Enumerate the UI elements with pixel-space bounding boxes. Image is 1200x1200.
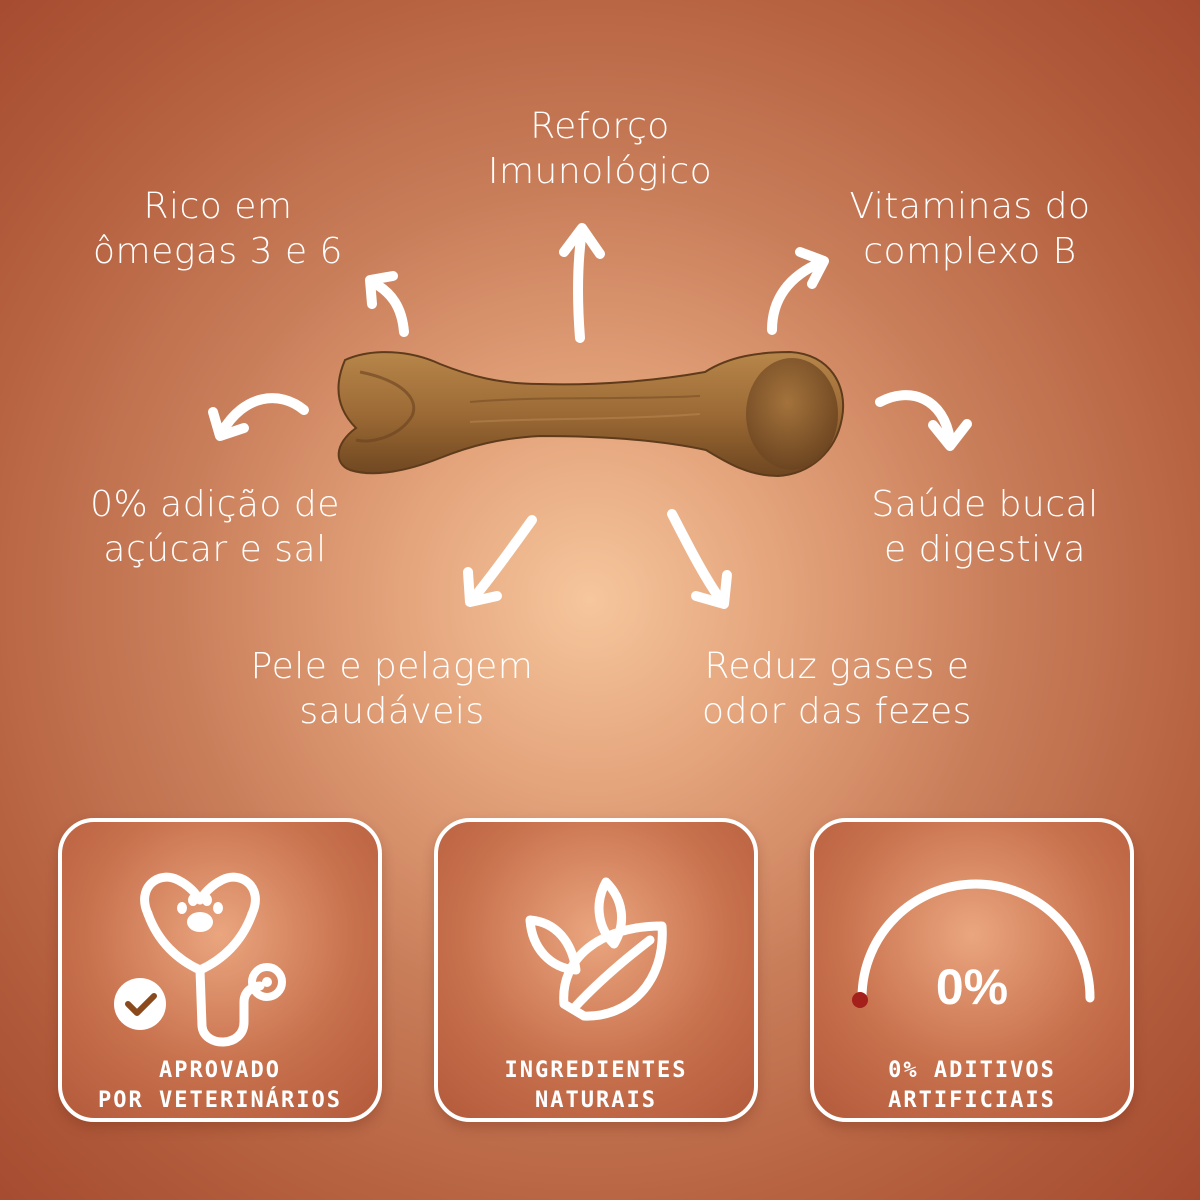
badge-natural-line2: NATURAIS xyxy=(535,1088,657,1113)
arrow-up-left-icon xyxy=(365,271,409,337)
badge-no-additives: 0% 0% ADITIVOS ARTIFICIAIS xyxy=(810,818,1134,1122)
badge-vet-line2: POR VETERINÁRIOS xyxy=(98,1088,342,1113)
benefit-gases-line1: Reduz gases e xyxy=(704,646,970,687)
badge-vet-label: APROVADO POR VETERINÁRIOS xyxy=(62,1056,378,1116)
gauge-icon xyxy=(852,879,1095,1008)
badge-additives-label: 0% ADITIVOS ARTIFICIAIS xyxy=(814,1056,1130,1116)
benefit-skin-line1: Pele e pelagem xyxy=(250,646,534,687)
benefit-gases-line2: odor das fezes xyxy=(702,691,972,732)
benefit-sugar-line1: 0% adição de xyxy=(90,484,340,525)
gauge-value: 0% xyxy=(935,959,1009,1015)
benefit-immune-line2: Imunológico xyxy=(487,151,713,192)
arrow-down-right-icon xyxy=(667,509,732,609)
badge-additives-line2: ARTIFICIAIS xyxy=(888,1088,1056,1113)
check-badge-icon xyxy=(114,978,166,1030)
benefit-vitamins-line1: Vitaminas do xyxy=(849,186,1091,227)
badge-vet-line1: APROVADO xyxy=(159,1058,281,1083)
leaves-icon xyxy=(525,877,667,1021)
arrow-up-right-icon xyxy=(767,247,829,335)
benefit-vitamins-line2: complexo B xyxy=(863,231,1077,272)
benefit-arrows xyxy=(0,0,1200,800)
benefit-sugar-line2: açúcar e sal xyxy=(103,529,327,570)
stethoscope-paw-icon xyxy=(114,872,286,1047)
badge-additives-line1: 0% ADITIVOS xyxy=(888,1058,1056,1083)
benefit-immune-boost: Reforço Imunológico xyxy=(450,104,750,194)
badge-vet-approved: APROVADO POR VETERINÁRIOS xyxy=(58,818,382,1122)
arrow-right-down-icon xyxy=(875,390,972,451)
benefit-vitamins: Vitaminas do complexo B xyxy=(815,184,1125,274)
benefit-skin-coat: Pele e pelagem saudáveis xyxy=(212,644,572,734)
benefit-oral-digestive: Saúde bucal e digestiva xyxy=(840,482,1130,572)
benefit-omega-line2: ômegas 3 e 6 xyxy=(93,231,343,272)
benefit-oral-line1: Saúde bucal xyxy=(871,484,1099,525)
benefit-oral-line2: e digestiva xyxy=(884,529,1086,570)
benefit-skin-line2: saudáveis xyxy=(299,691,485,732)
benefit-omega: Rico em ômegas 3 e 6 xyxy=(60,184,376,274)
bone-chew-image xyxy=(337,350,845,478)
arrow-down-left-icon xyxy=(463,515,537,607)
paw-icon xyxy=(177,894,223,932)
badge-natural-ingredients: INGREDIENTES NATURAIS xyxy=(434,818,758,1122)
badge-natural-label: INGREDIENTES NATURAIS xyxy=(438,1056,754,1116)
benefit-no-sugar-salt: 0% adição de açúcar e sal xyxy=(60,482,370,572)
benefit-immune-line1: Reforço xyxy=(530,106,670,147)
arrow-left-down-icon xyxy=(208,393,309,441)
benefit-reduce-gases: Reduz gases e odor das fezes xyxy=(670,644,1004,734)
badge-natural-line1: INGREDIENTES xyxy=(504,1058,688,1083)
arrow-up-icon xyxy=(559,223,605,343)
benefit-omega-line1: Rico em xyxy=(143,186,293,227)
